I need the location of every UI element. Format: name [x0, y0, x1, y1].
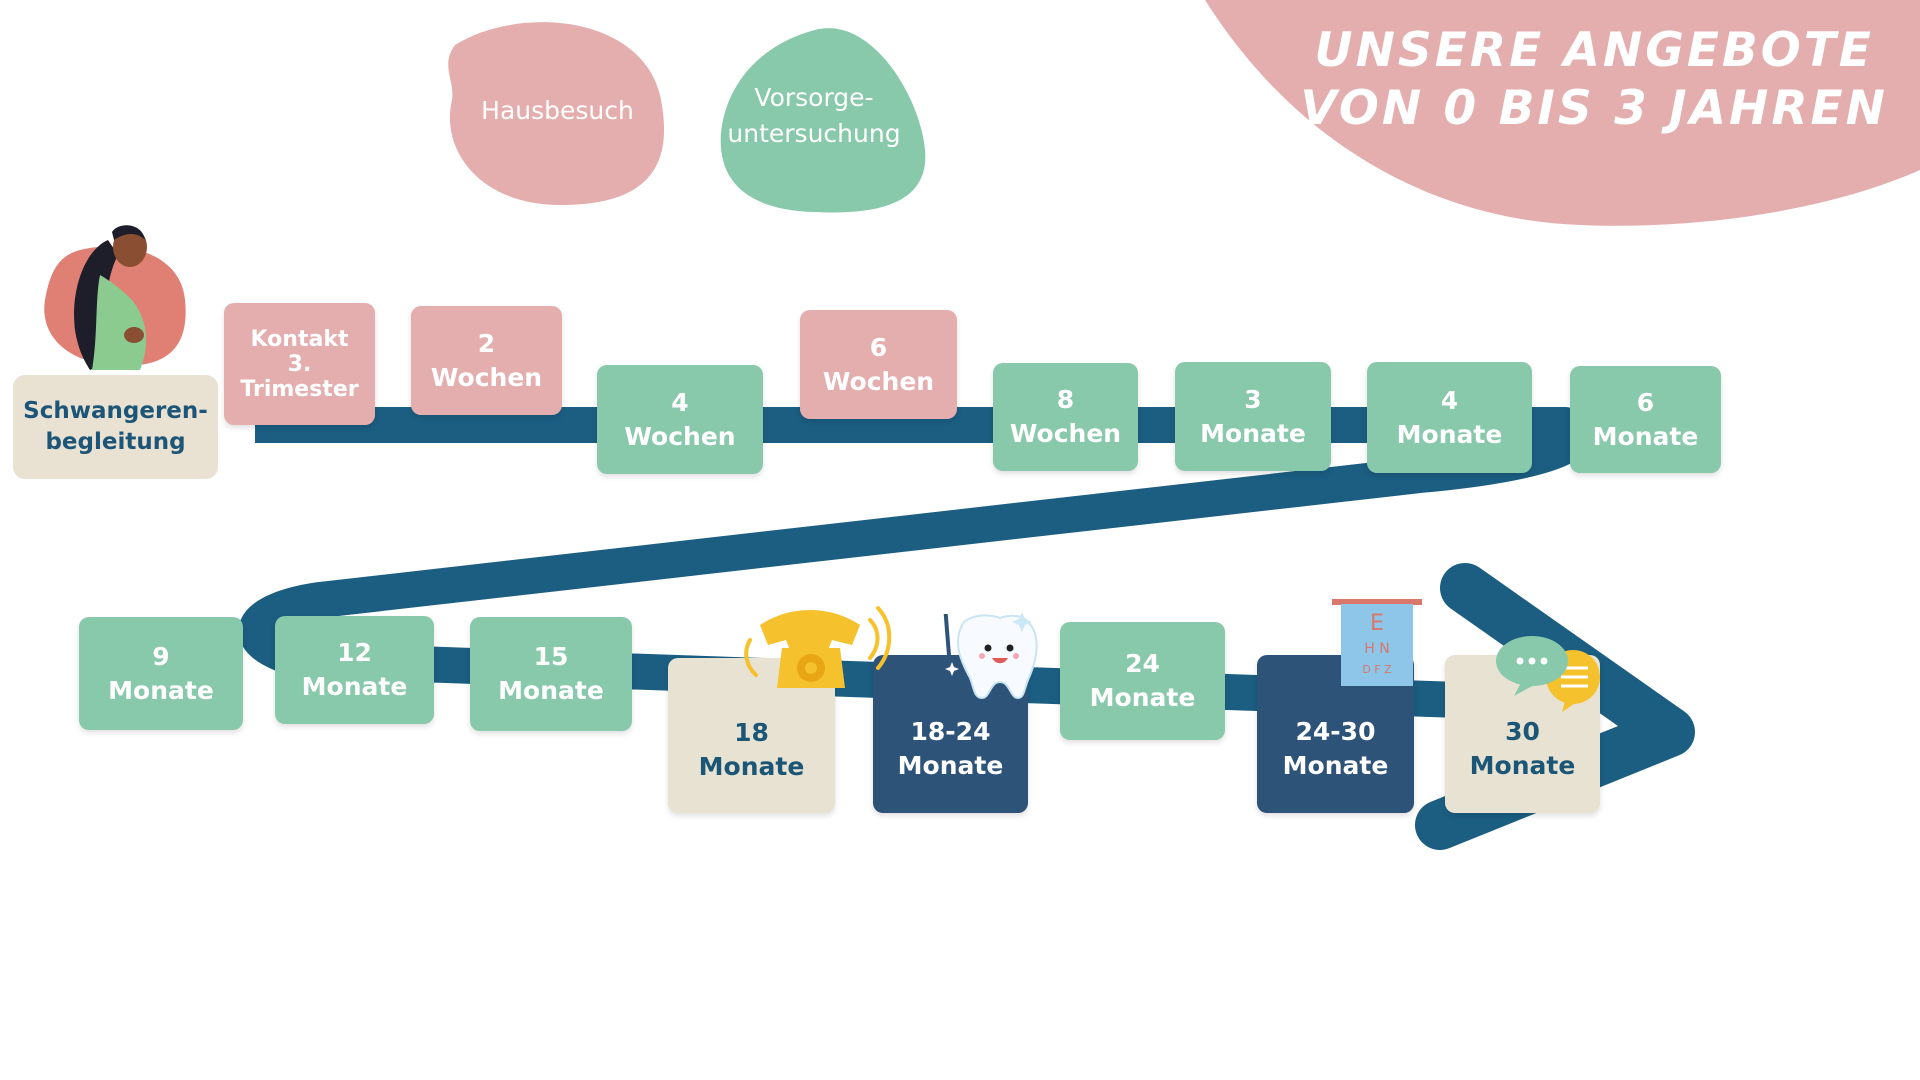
milestone-line2: Wochen: [1009, 419, 1122, 448]
milestone-15-months: 15 Monate: [470, 617, 632, 731]
milestone-line1: 24: [1125, 649, 1160, 678]
milestone-line2: Monate: [108, 675, 214, 705]
milestone-line1: 6: [1636, 387, 1655, 417]
milestone-24-months: 24 Monate: [1060, 622, 1225, 740]
milestone-line1: 18-24: [910, 717, 991, 746]
milestone-12-months: 12 Monate: [275, 616, 434, 724]
milestone-line2: Monate: [301, 672, 408, 701]
milestone-line1: 6: [869, 332, 888, 362]
legend-home-visit: Hausbesuch: [455, 93, 660, 129]
legend-checkup-label-line1: Vorsorge-: [754, 83, 874, 112]
milestone-6-weeks: 6 Wochen: [800, 310, 957, 419]
milestone-line2: Wochen: [822, 366, 935, 396]
legend-checkup-label-line2: untersuchung: [727, 119, 901, 148]
milestone-6-months: 6 Monate: [1570, 366, 1721, 473]
milestone-line3: Trimester: [240, 376, 359, 402]
milestone-8-weeks: 8 Wochen: [993, 363, 1138, 471]
eye-chart-row2: H N: [1364, 641, 1389, 657]
milestone-line1: Kontakt: [250, 326, 349, 352]
milestone-4-weeks: 4 Wochen: [597, 365, 763, 474]
milestone-line2: Monate: [1089, 683, 1196, 712]
milestone-line2: Monate: [1200, 418, 1306, 448]
start-box-schwangerenbegleitung: Schwangeren- begleitung: [13, 375, 218, 479]
milestone-line2: Monate: [698, 751, 805, 781]
milestone-line1: 12: [337, 638, 372, 667]
milestone-9-months: 9 Monate: [79, 617, 243, 730]
milestone-line1: 9: [152, 641, 170, 671]
milestone-line2: Monate: [1592, 421, 1699, 451]
milestone-line1: 8: [1056, 385, 1075, 414]
start-label-line2: begleitung: [45, 429, 186, 455]
milestone-line1: 30: [1505, 717, 1540, 746]
milestone-line2: Monate: [1396, 419, 1503, 449]
milestone-line1: 3: [1244, 384, 1262, 414]
milestone-line1: 4: [671, 387, 689, 417]
milestone-line2: Monate: [498, 676, 604, 705]
milestone-18-24-months: 18-24 Monate: [873, 655, 1028, 813]
milestone-line2: Monate: [897, 751, 1004, 780]
milestone-line1: 2: [477, 328, 496, 358]
milestone-line2: Monate: [1282, 751, 1389, 780]
start-label-line1: Schwangeren-: [23, 398, 208, 424]
page-title-line1: UNSERE ANGEBOTE: [1314, 23, 1874, 78]
milestone-line2: 3.: [287, 351, 312, 377]
legend-checkup: Vorsorge- untersuchung: [716, 80, 912, 152]
legend-checkup-blob: [720, 28, 926, 213]
milestone-line2: Wochen: [624, 421, 736, 451]
milestone-line2: Monate: [1469, 751, 1576, 780]
milestone-line1: 4: [1440, 385, 1459, 415]
milestone-2-weeks: 2 Wochen: [411, 306, 562, 415]
page-title: UNSERE ANGEBOTE VON 0 BIS 3 JAHREN: [1300, 22, 1888, 138]
milestone-line1: 18: [734, 717, 769, 747]
legend-home-visit-blob: [448, 22, 665, 206]
milestone-line1: 15: [533, 642, 569, 671]
milestone-3-months: 3 Monate: [1175, 362, 1331, 471]
milestone-4-months: 4 Monate: [1367, 362, 1532, 473]
milestone-line1: 24-30: [1295, 717, 1376, 746]
page-title-line2: VON 0 BIS 3 JAHREN: [1300, 81, 1888, 136]
legend-home-visit-label: Hausbesuch: [481, 96, 634, 125]
eye-chart-row3: D F Z: [1362, 663, 1392, 676]
eye-chart-row1: E: [1370, 611, 1384, 636]
milestone-contact-trimester: Kontakt 3. Trimester: [224, 303, 375, 425]
milestone-line2: Wochen: [430, 362, 543, 392]
